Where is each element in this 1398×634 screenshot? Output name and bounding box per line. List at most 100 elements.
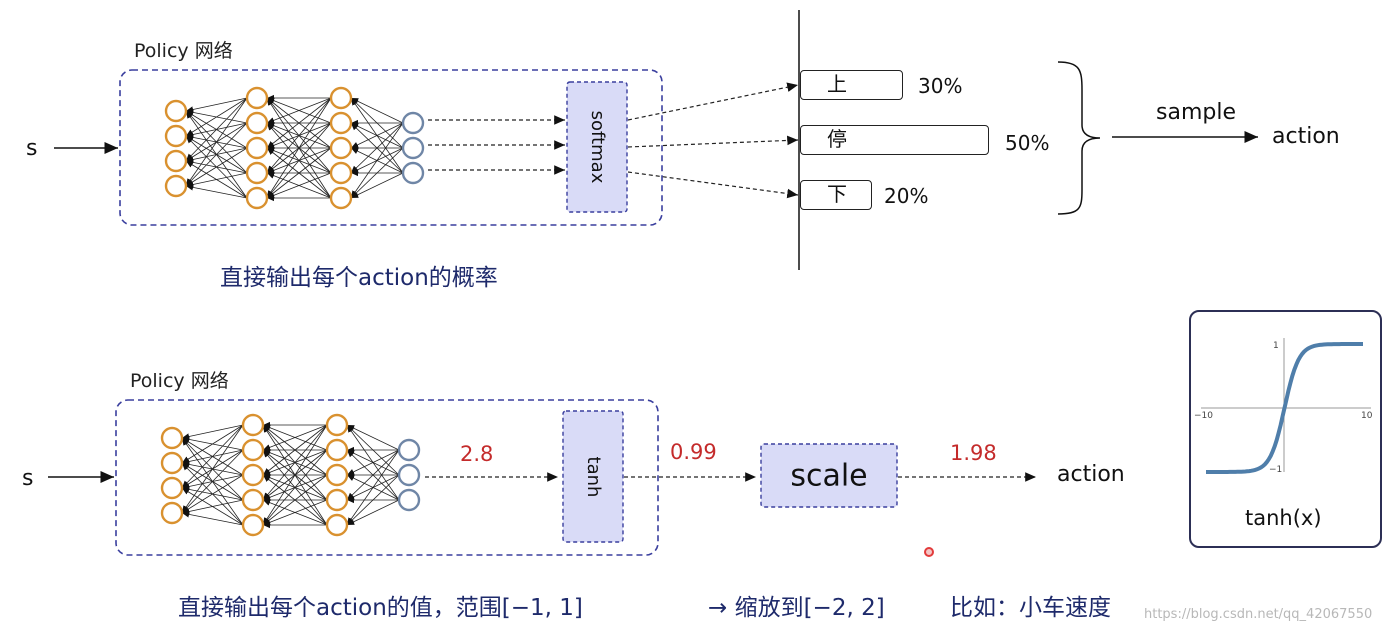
- network-edge: [266, 97, 332, 199]
- sample-label: sample: [1156, 100, 1236, 125]
- cursor-dot-icon: [924, 547, 934, 557]
- network-edge: [181, 424, 244, 464]
- network-node: [160, 501, 184, 525]
- bottom-policy-title: Policy 网络: [130, 370, 229, 392]
- network-edge: [346, 449, 400, 476]
- network-edge: [350, 172, 404, 199]
- value-tanh: 0.99: [670, 440, 717, 464]
- network-node: [245, 86, 269, 110]
- curly-brace: [1057, 61, 1101, 215]
- tanh-tick-x-right: 10: [1361, 411, 1373, 421]
- network-node: [241, 438, 265, 462]
- network-node: [397, 438, 421, 462]
- network-node: [160, 426, 184, 450]
- network-edge: [185, 97, 248, 187]
- network-node: [401, 136, 425, 160]
- network-edge: [262, 474, 328, 526]
- option-down-pct: 20%: [884, 184, 929, 208]
- bottom-caption-range: 直接输出每个action的值，范围[−1, 1]: [178, 595, 583, 621]
- network-edge: [185, 147, 248, 187]
- network-edge: [350, 122, 404, 199]
- softmax-arrow-down: [627, 171, 799, 199]
- network-edge: [350, 122, 404, 174]
- network-node: [241, 413, 265, 437]
- network-node: [241, 488, 265, 512]
- network-edge: [262, 499, 328, 526]
- network-node: [397, 488, 421, 512]
- bottom-caption-scale: → 缩放到[−2, 2]: [708, 595, 885, 621]
- top-neural-network: [164, 86, 425, 210]
- network-edge: [266, 172, 332, 199]
- bottom-caption-example: 比如：小车速度: [950, 595, 1111, 621]
- tanh-tick-y-bottom: −1: [1269, 465, 1282, 475]
- network-edge: [266, 97, 332, 124]
- top-network-box: [119, 69, 663, 226]
- network-node: [397, 463, 421, 487]
- network-edge: [346, 424, 400, 451]
- option-down: 下: [800, 180, 872, 210]
- network-edge: [181, 424, 244, 514]
- network-node: [329, 186, 353, 210]
- value-scaled: 1.98: [950, 441, 997, 465]
- top-policy-title: Policy 网络: [134, 40, 233, 62]
- bottom-input-s: s: [22, 466, 34, 491]
- network-edge: [262, 424, 328, 451]
- network-edge: [185, 97, 248, 137]
- network-edge: [350, 97, 404, 124]
- scale-box: [760, 443, 898, 508]
- network-edge: [266, 97, 332, 149]
- network-edge: [266, 122, 332, 199]
- network-edge: [181, 511, 244, 526]
- network-node: [329, 136, 353, 160]
- network-node: [164, 124, 188, 148]
- network-node: [401, 161, 425, 185]
- network-edge: [346, 474, 400, 526]
- network-node: [329, 111, 353, 135]
- network-edge: [185, 97, 248, 113]
- network-edge: [266, 97, 332, 174]
- tanh-plot: 1 −1 −10 10: [1194, 338, 1373, 475]
- network-node: [164, 149, 188, 173]
- tanh-plot-label: tanh(x): [1245, 506, 1322, 530]
- network-node: [245, 186, 269, 210]
- network-edge: [185, 172, 248, 188]
- network-node: [329, 86, 353, 110]
- option-stop: 停: [800, 125, 989, 155]
- network-node: [325, 413, 349, 437]
- softmax-arrow-up: [627, 82, 799, 121]
- network-edge: [346, 499, 400, 526]
- network-node: [325, 488, 349, 512]
- network-edge: [350, 122, 404, 149]
- tanh-curve: [1206, 342, 1363, 474]
- watermark-text: https://blog.csdn.net/qq_42067550: [1144, 607, 1373, 622]
- top-caption: 直接输出每个action的概率: [220, 265, 498, 291]
- network-edge: [181, 474, 244, 514]
- option-stop-pct: 50%: [1005, 131, 1050, 155]
- softmax-arrow-stop: [627, 135, 799, 148]
- network-edge: [262, 449, 328, 526]
- value-raw: 2.8: [460, 442, 494, 466]
- network-node: [245, 111, 269, 135]
- top-action-label: action: [1272, 124, 1340, 149]
- network-edge: [262, 424, 328, 501]
- network-edge: [346, 449, 400, 526]
- top-input-s: s: [26, 136, 38, 161]
- network-edge: [262, 424, 328, 526]
- network-edge: [181, 424, 244, 489]
- network-node: [325, 438, 349, 462]
- network-node: [241, 463, 265, 487]
- bottom-network-box: [115, 399, 659, 556]
- softmax-label: softmax: [587, 111, 608, 184]
- tanh-label: tanh: [583, 457, 604, 498]
- network-node: [160, 476, 184, 500]
- network-node: [164, 174, 188, 198]
- network-edge: [346, 449, 400, 501]
- tanh-box: [562, 410, 624, 543]
- option-up-pct: 30%: [918, 74, 963, 98]
- network-node: [241, 513, 265, 537]
- scale-label: scale: [790, 459, 867, 494]
- tanh-tick-y-top: 1: [1273, 341, 1279, 351]
- network-node: [329, 161, 353, 185]
- network-node: [245, 161, 269, 185]
